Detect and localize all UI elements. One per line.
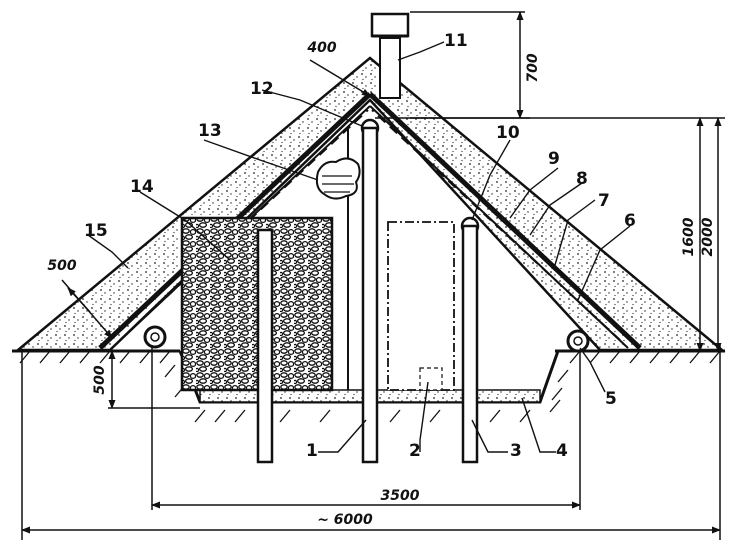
dim-width-3500: 3500 — [381, 488, 420, 504]
posts — [256, 126, 479, 464]
callout-5: 5 — [605, 389, 617, 409]
dim-floor-500: 500 — [92, 365, 108, 394]
leader-lines — [87, 41, 631, 453]
callout-6: 6 — [624, 211, 636, 231]
callout-8: 8 — [576, 169, 588, 189]
callout-4: 4 — [556, 441, 568, 461]
dim-side-500: 500 — [47, 258, 76, 274]
callout-12: 12 — [250, 79, 274, 99]
callout-13: 13 — [198, 121, 222, 141]
callout-3: 3 — [510, 441, 522, 461]
dim-height-2000: 2000 — [700, 217, 716, 256]
dim-ridge-400: 400 — [306, 40, 336, 56]
vent-pipe — [370, 12, 410, 99]
dimension-labels: 700 400 500 500 1600 2000 3500 ~ 6000 — [47, 40, 716, 528]
callout-11: 11 — [444, 31, 468, 51]
dim-chimney-700: 700 — [525, 53, 541, 82]
callout-2: 2 — [409, 441, 421, 461]
insulation-bundle — [315, 157, 361, 200]
callout-15: 15 — [84, 221, 108, 241]
callout-10: 10 — [496, 123, 520, 143]
callout-1: 1 — [306, 441, 318, 461]
dim-width-6000: ~ 6000 — [317, 512, 373, 528]
end-wall — [347, 128, 455, 391]
callout-9: 9 — [548, 149, 560, 169]
dim-height-1600: 1600 — [681, 217, 697, 256]
callouts: 1 2 3 4 5 6 7 8 9 10 11 12 13 14 15 — [84, 31, 636, 461]
callout-14: 14 — [130, 177, 154, 197]
callout-7: 7 — [598, 191, 610, 211]
dimension-lines — [21, 11, 725, 540]
